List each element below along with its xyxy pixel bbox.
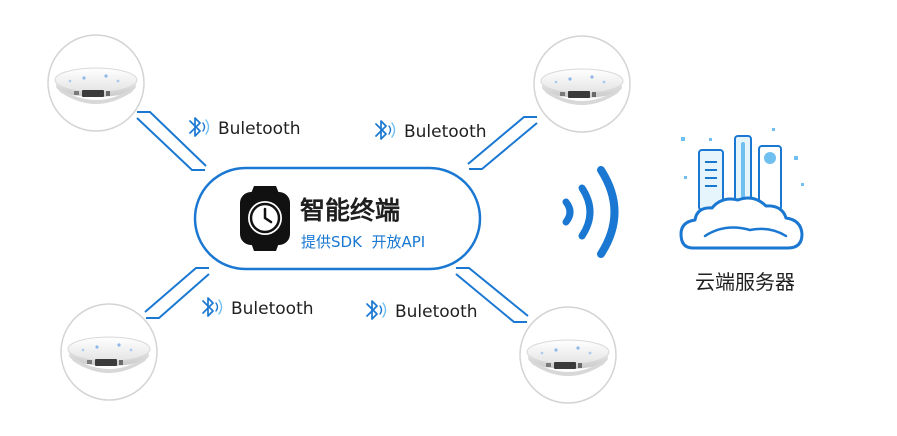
hub-terminal: 智能终端 提供SDK 开放API [193,166,482,271]
arrow-bottom-right [455,267,529,323]
link-bottom-right: Buletooth [366,300,478,322]
bluetooth-icon [366,300,387,320]
arrow-bottom-left [144,267,210,319]
arrow-top-right [467,116,538,170]
device-bottom-left [60,303,158,401]
bluetooth-icon [202,297,223,317]
smartwatch-icon [240,186,290,251]
device-bottom-right [519,306,617,404]
wireless-signal-icon [562,166,619,258]
cloud-label: 云端服务器 [695,270,795,294]
device-top-left [47,34,145,132]
link-top-left: Buletooth [189,117,301,139]
link-label: Buletooth [231,299,314,319]
bluetooth-icon [375,120,396,140]
device-top-right [533,35,631,133]
bluetooth-icon [189,117,210,137]
arrow-top-left [136,111,207,171]
cloud-server-icon [679,128,804,250]
link-label: Buletooth [395,302,478,322]
link-bottom-left: Buletooth [202,297,314,319]
link-label: Buletooth [218,119,301,139]
hub-title: 智能终端 [300,196,400,225]
link-label: Buletooth [404,122,487,142]
link-top-right: Buletooth [375,120,487,142]
hub-subtitle: 提供SDK 开放API [301,233,425,251]
cloud-server: 云端服务器 [679,128,804,294]
